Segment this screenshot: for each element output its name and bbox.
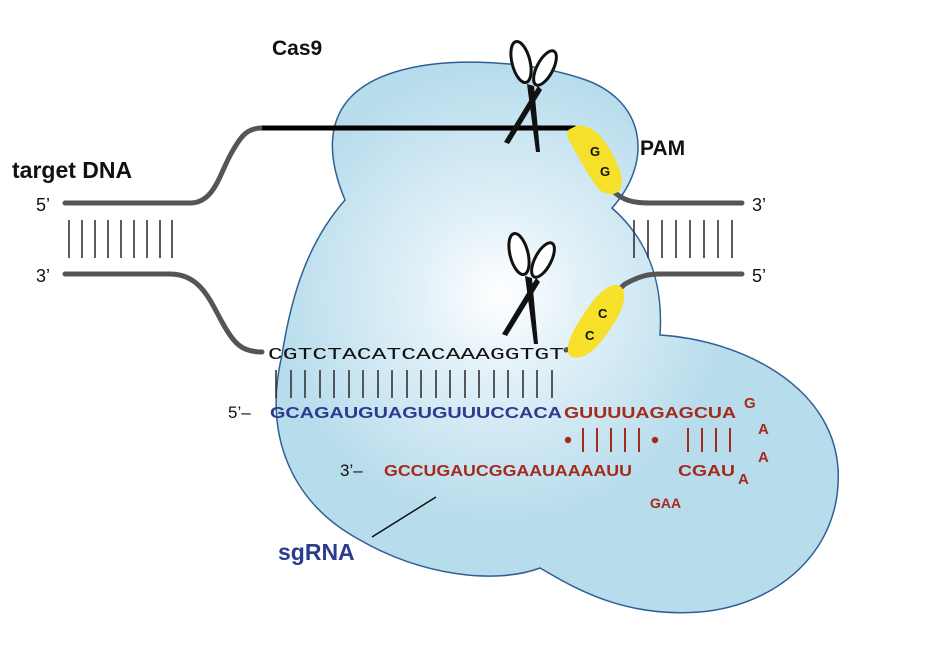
guide-sequence: GCAGAUGUAGUGUUUCCACA: [270, 405, 563, 422]
bottom-left-end: 3’: [36, 266, 50, 286]
cas9-protein: [275, 61, 839, 614]
right-base-pairs: [633, 220, 733, 258]
gaa-bulge: GAA: [650, 495, 681, 511]
top-strand-right: [609, 187, 745, 206]
loop-a3: A: [738, 471, 749, 488]
pam-bottom: C C: [567, 284, 625, 358]
pam-base-g1: G: [590, 144, 600, 159]
top-strand: [62, 125, 578, 206]
cas9-label: Cas9: [272, 37, 322, 60]
pam-top: G G: [567, 125, 622, 195]
top-right-end: 3’: [752, 195, 766, 215]
scaffold-top-sequence: GUUUUAGAGCUA: [564, 405, 737, 422]
scaffold-bottom2-sequence: CGAU: [678, 463, 735, 480]
loop-g: G: [744, 395, 756, 412]
scaffold-pairs: [582, 428, 731, 452]
pam-label: PAM: [640, 137, 685, 160]
pam-base-c1: C: [598, 306, 608, 321]
bottom-right-end: 5’: [752, 266, 766, 286]
scaffold-3prime: 3’–: [340, 461, 363, 480]
left-base-pairs: [68, 220, 173, 258]
scaffold-bottom-sequence: GCCUGAUCGGAAUAAAAUU: [384, 463, 632, 480]
sgrna-label: sgRNA: [278, 539, 355, 565]
loop-a1: A: [758, 421, 769, 438]
bottom-strand-left: [62, 271, 265, 355]
wobble-dot-left: [564, 436, 572, 444]
guide-5prime: 5’–: [228, 403, 251, 422]
guide-target-pairs: [275, 370, 553, 398]
target-dna-label: target DNA: [12, 157, 132, 183]
wobble-dot-right: [651, 436, 659, 444]
loop-a2: A: [758, 449, 769, 466]
target-strand-sequence: CGTCTACATCACAAAGGTGT: [268, 346, 564, 365]
pam-base-c2: C: [585, 328, 595, 343]
top-left-end: 5’: [36, 195, 50, 215]
sgrna-pointer: [371, 496, 437, 538]
pam-base-g2: G: [600, 164, 610, 179]
